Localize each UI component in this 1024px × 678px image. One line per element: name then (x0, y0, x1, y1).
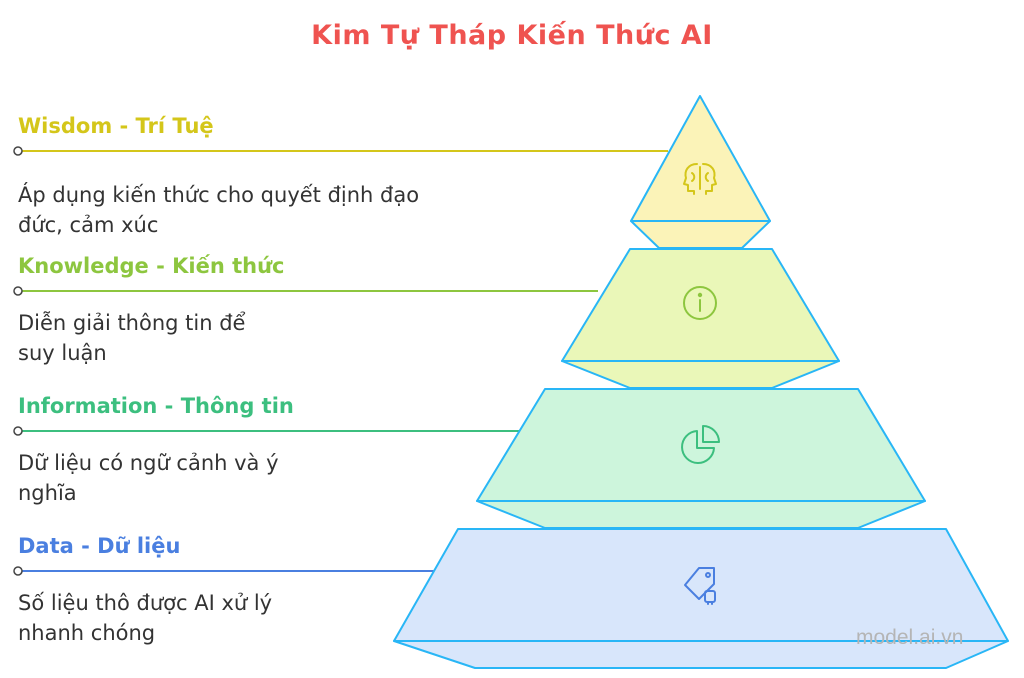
watermark: model.ai.vn (856, 626, 964, 649)
pie-chart-icon (681, 425, 720, 464)
level-title-knowledge: Knowledge - Kiến thức (18, 254, 285, 278)
tag-plug-icon (684, 567, 716, 605)
level-title-information: Information - Thông tin (18, 394, 294, 418)
brain-head-icon (683, 163, 717, 195)
connector-dot-knowledge (13, 286, 23, 296)
pyramid-level-data (393, 528, 1009, 669)
pyramid-level-knowledge (561, 248, 840, 389)
pyramid-level-information (476, 388, 926, 529)
connector-dot-data (13, 566, 23, 576)
level-title-wisdom: Wisdom - Trí Tuệ (18, 114, 214, 138)
level-desc-wisdom: Áp dụng kiến thức cho quyết định đạo đức… (18, 183, 420, 237)
level-desc-knowledge: Diễn giải thông tin để suy luận (18, 311, 246, 365)
connector-dot-information (13, 426, 23, 436)
level-desc-information: Dữ liệu có ngữ cảnh và ý nghĩa (18, 451, 279, 505)
connector-lines (13, 146, 668, 576)
level-desc-data: Số liệu thô được AI xử lý nhanh chóng (18, 591, 273, 645)
level-title-data: Data - Dữ liệu (18, 534, 181, 558)
diagram-title: Kim Tự Tháp Kiến Thức AI (311, 20, 713, 51)
pyramid-level-wisdom (630, 95, 771, 249)
info-circle-icon (683, 286, 717, 320)
connector-dot-wisdom (13, 146, 23, 156)
